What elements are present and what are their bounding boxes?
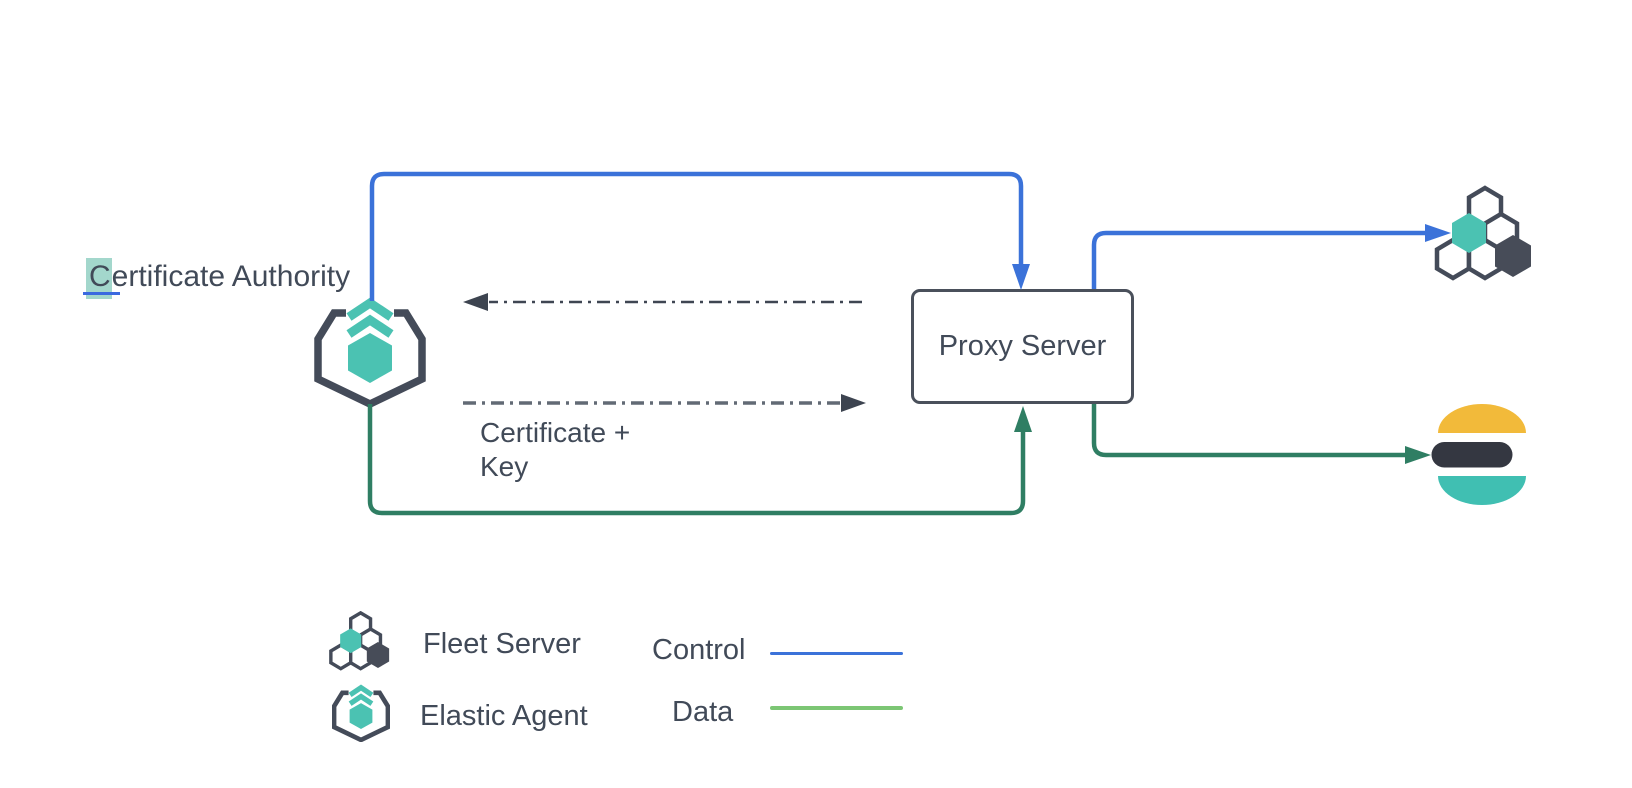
arrowhead-right <box>1405 446 1431 464</box>
arrowhead-left <box>463 293 488 311</box>
legend-elastic-agent-label: Elastic Agent <box>420 700 588 732</box>
elastic-agent-icon[interactable] <box>314 296 426 408</box>
es-logo-bottom-teal <box>1438 476 1526 505</box>
legend-elastic-agent-icon[interactable] <box>332 684 390 742</box>
arrowhead-down <box>1012 264 1030 290</box>
control-line-proxy-to-fleet[interactable] <box>1091 224 1451 289</box>
legend-data-line-swatch <box>770 706 903 710</box>
certificate-key-line1: Certificate + <box>480 417 631 448</box>
agent-chevron-bottom <box>346 314 394 338</box>
fleet-server-icon[interactable] <box>1434 185 1534 285</box>
data-line-proxy-to-elasticsearch[interactable] <box>1091 404 1431 464</box>
es-logo-top-yellow <box>1438 404 1526 433</box>
es-logo-middle-dark <box>1431 442 1513 468</box>
legend-fleet-server-label: Fleet Server <box>423 628 581 660</box>
fleet-hex-dark <box>1495 235 1531 277</box>
control-line-agent-to-proxy[interactable] <box>369 171 1030 301</box>
data-line-agent-to-proxy[interactable] <box>367 404 1032 516</box>
legend-control-line-swatch <box>770 652 903 655</box>
certificate-key-line2: Key <box>480 451 529 482</box>
proxy-server-box[interactable]: Proxy Server <box>911 289 1134 404</box>
cert-key-dashed-line[interactable] <box>463 394 866 412</box>
certificate-authority-label[interactable]: Certificate Authority <box>86 258 351 299</box>
legend-data-label: Data <box>672 696 734 728</box>
agent-hexagon <box>348 333 392 383</box>
legend-control-label: Control <box>652 634 746 666</box>
elasticsearch-logo-icon[interactable] <box>1430 402 1527 506</box>
agent-chevron-top <box>346 297 394 321</box>
legend-fleet-server-icon[interactable] <box>329 611 391 673</box>
cert-request-dashed-line[interactable] <box>463 293 862 311</box>
arrowhead-up <box>1014 406 1032 432</box>
arrowhead-right <box>841 394 866 412</box>
text-cursor-underline <box>83 292 120 295</box>
fleet-hex-teal <box>1452 213 1486 253</box>
proxy-server-label: Proxy Server <box>938 329 1107 362</box>
certificate-authority-label-rest: ertificate Authority <box>111 260 351 293</box>
certificate-key-label[interactable]: Certificate + Key <box>480 416 630 484</box>
